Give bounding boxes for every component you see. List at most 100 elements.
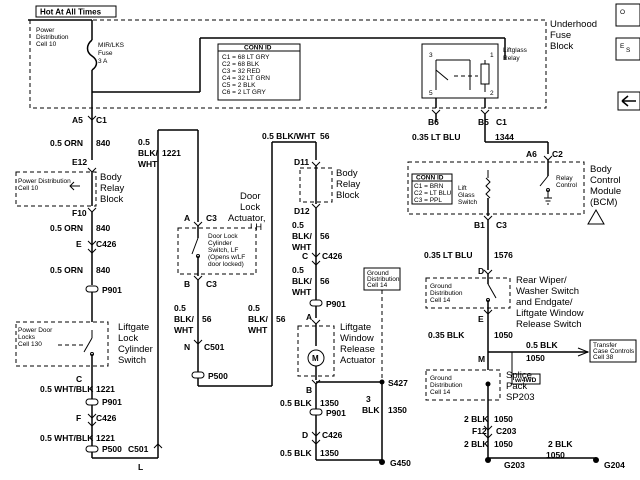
wire-size: WHT (292, 287, 312, 297)
wire-size: 0.5 (248, 303, 260, 313)
ground-dist-mid-3: Cell 14 (367, 282, 388, 289)
wire-size: 0.5 BLK (280, 398, 313, 408)
ground-g204-icon (593, 457, 599, 463)
ground-g203-label: G203 (504, 460, 525, 470)
splice-s427-label: S427 (388, 378, 408, 388)
wire-size: 0.5 WHT/BLK (40, 384, 94, 394)
underhood-label-1: Underhood (550, 19, 597, 30)
relay-block-left-2: Relay (100, 183, 125, 194)
pin-b6: B6 (428, 117, 439, 127)
conn-c1: C1 (96, 115, 107, 125)
circuit-num: 56 (320, 131, 330, 141)
fuse-icon (86, 39, 98, 71)
conn-c426: C426 (96, 239, 117, 249)
w4wd-label: w/4WD (514, 377, 537, 384)
conn-c426-b: C426 (96, 413, 117, 423)
circuit-num: 1576 (494, 250, 513, 260)
pin-e12: E12 (72, 157, 87, 167)
relay-block-mid-2: Relay (336, 179, 361, 190)
pin-e: E (76, 239, 82, 249)
conn-c501-b: C501 (204, 342, 225, 352)
circuit-num: 1344 (495, 132, 514, 142)
door-actuator-title-2: Lock (240, 202, 260, 213)
pin-b1: B1 (474, 220, 485, 230)
wire-size: BLK/ (292, 231, 312, 241)
wire-size: BLK/ (138, 148, 158, 158)
power-dist-left-1: Power Distribution (18, 178, 71, 185)
conn-p901-mid-b: P901 (326, 408, 346, 418)
circuit-num: 56 (202, 314, 212, 324)
pin-a: A (184, 213, 190, 223)
wire-size: 2 BLK (464, 439, 489, 449)
corner-glyph: O (620, 9, 625, 16)
corner-glyph: E (620, 43, 625, 50)
conn-c2: C2 (552, 149, 563, 159)
actuator-label-1: Liftgate (340, 322, 371, 333)
conn-c3-b: C3 (206, 279, 217, 289)
ref-arrow-icon (69, 181, 80, 191)
wire-size: WHT (174, 325, 194, 335)
power-dist-left-2: Cell 10 (18, 185, 39, 192)
connector-p901-b (85, 398, 99, 406)
pin-a5: A5 (72, 115, 83, 125)
ground-dist-s-2: Distribution (430, 382, 463, 389)
bcm-label-4: (BCM) (590, 197, 617, 208)
bcm-label-3: Module (590, 186, 621, 197)
conn-id-top-row: C3 = 32 RED (222, 68, 261, 75)
circuit-num: 56 (276, 314, 286, 324)
wire-size: 2 BLK (464, 414, 489, 424)
relay-pin: 3 (429, 52, 433, 59)
circuit-num: 1221 (96, 433, 115, 443)
bcm-conn-id-row: C1 = BRN (414, 183, 444, 190)
connector-p901-mid-b (309, 408, 323, 416)
bcm-conn-id-box (411, 173, 453, 205)
circuit-num: 1350 (388, 405, 407, 415)
lift-glass-switch-1: Lift (458, 185, 467, 192)
conn-c426-mid: C426 (322, 251, 343, 261)
door-actuator-title-1: Door (240, 191, 261, 202)
bcm-label-2: Control (590, 175, 621, 186)
wire-size: 0.5 BLK (526, 340, 559, 350)
bcm-conn-id-row: C3 = PPL (414, 197, 442, 204)
rear-switch-2: Washer Switch (516, 286, 579, 297)
connector-p500 (85, 445, 99, 453)
wire-size: 0.5 ORN (50, 223, 83, 233)
pin-d-mid: D (302, 430, 308, 440)
conn-c501: C501 (128, 444, 149, 454)
circuit-num: 840 (96, 223, 110, 233)
conn-p901-mid: P901 (326, 299, 346, 309)
door-actuator-title-3: Actuator, (228, 213, 266, 224)
pin-l: L (138, 462, 143, 472)
splice-label-2: Pack (506, 381, 527, 392)
conn-id-top-row: C5 = 2 BLK (222, 82, 256, 89)
hot-label: Hot At All Times (40, 8, 102, 17)
pin-e-r: E (478, 314, 484, 324)
cyl-switch-4: (Opens w/LF (208, 254, 245, 261)
cyl-switch-5: door locked) (208, 261, 244, 268)
pin-m: M (478, 354, 485, 364)
pin-b: B (184, 279, 190, 289)
ground-dist-mid-1: Ground (367, 270, 389, 277)
circuit-num: 1050 (494, 439, 513, 449)
relay-control-switch (539, 175, 549, 187)
conn-id-top-row: C4 = 32 LT GRN (222, 75, 270, 82)
relay-pin: 5 (429, 90, 433, 97)
wire-size: 0.5 (292, 220, 304, 230)
lift-glass-switch-2: Glass (458, 192, 475, 199)
actuator-label-3: Release (340, 344, 375, 355)
rear-switch-5: Release Switch (516, 319, 581, 330)
conn-c203: C203 (496, 426, 517, 436)
power-door-locks-1: Power Door (18, 327, 53, 334)
wire-size: 0.5 (138, 137, 150, 147)
switch-contact (83, 337, 93, 353)
wire-size: 0.5 (174, 303, 186, 313)
rear-switch-3: and Endgate/ (516, 297, 573, 308)
liftgate-switch-1: Liftgate (118, 322, 149, 333)
esd-warning-icon (587, 208, 605, 225)
wire-size: 0.5 WHT/BLK (40, 433, 94, 443)
bcm-ground-icon (544, 197, 552, 205)
cyl-switch-3: Switch, LF (208, 247, 238, 254)
conn-p901: P901 (102, 285, 122, 295)
conn-c1-r: C1 (496, 117, 507, 127)
